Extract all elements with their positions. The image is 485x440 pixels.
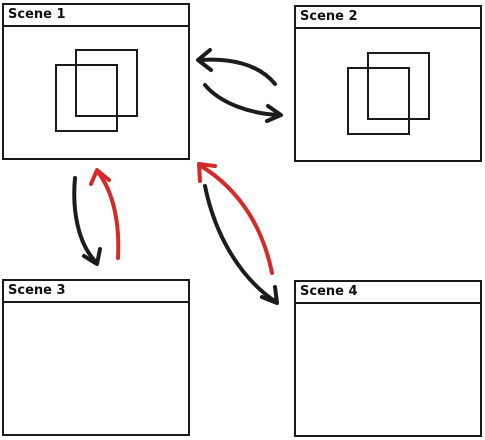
- scene-1-title: Scene 1: [4, 5, 188, 27]
- scene-2-back-frame: [367, 52, 430, 120]
- scene-4-title: Scene 4: [296, 282, 480, 304]
- scene-2-front-frame: [347, 67, 410, 135]
- scene-2-title: Scene 2: [296, 7, 480, 29]
- scene-3-title: Scene 3: [4, 281, 188, 303]
- arrow-scene1-to-scene4: [203, 184, 279, 305]
- arrow-scene4-to-scene1: [197, 162, 274, 275]
- arrow-scene1-to-scene2: [203, 83, 283, 123]
- arrow-scene1-to-scene3: [72, 176, 102, 266]
- scene-1-window: Scene 1: [2, 3, 190, 160]
- scene-3-window: Scene 3: [2, 279, 190, 436]
- scene-1-front-frame: [55, 64, 118, 132]
- arrow-scene2-to-scene1: [196, 48, 277, 86]
- arrow-scene3-to-scene1: [89, 168, 121, 260]
- scene-1-back-frame: [75, 49, 138, 117]
- scene-4-window: Scene 4: [294, 280, 482, 437]
- scene-2-window: Scene 2: [294, 5, 482, 162]
